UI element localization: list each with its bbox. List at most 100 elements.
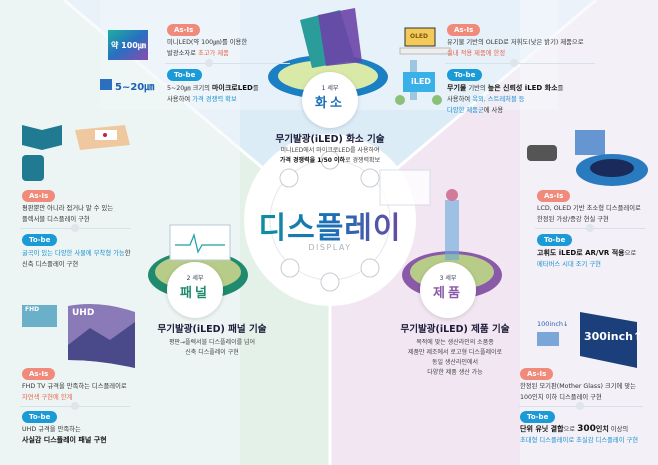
text-line: UHD 규격을 만족하는	[22, 424, 107, 435]
panel-bottom-asis-badge: As-Is	[22, 368, 56, 380]
iled-sign-graphic	[403, 72, 435, 92]
text-segment: 다양한 제품군	[447, 107, 484, 114]
text-segment: 굴곡이 있는 다양한 사물에 부착형 가능	[22, 250, 125, 257]
fhd-label: FHD	[25, 306, 40, 313]
pixel-badge-label: 화소	[315, 96, 345, 111]
text-segment: 가격 경쟁력을 1/50 이하	[279, 157, 346, 164]
text-segment: 사실감 디스플레이 패널 구현	[22, 436, 107, 444]
text-segment: 메타버스 시대 조기 구현	[537, 261, 601, 268]
text-segment: UHD 규격을 만족하는	[22, 426, 81, 433]
foldable-display-graphic	[22, 125, 62, 150]
pixel-title: 무기발광(iLED) 화소 기술	[275, 134, 385, 145]
panel-badge-number: 2 세부	[186, 275, 204, 282]
text-segment: 인치	[595, 425, 609, 433]
text-line: 굴곡이 있는 다양한 사물에 부착형 가능한	[22, 248, 131, 259]
text-line: 미니LED(약 100㎛)를 이용한	[167, 37, 247, 48]
text-segment: 실내 적용 제품에 한정	[447, 50, 506, 57]
text-line: 미니LED에서 마이크로LED를 사용하여	[280, 146, 380, 156]
text-line: 동일 생산라인에서	[408, 358, 502, 368]
pixel-right-tobe-badge: To-be	[447, 69, 483, 81]
text-line: 다양한 제품군에 사용	[447, 105, 563, 116]
product-top-tobe-badge: To-be	[537, 234, 573, 246]
text-line: 목적에 맞는 생산라인의 소품종	[408, 338, 502, 348]
text-segment: 한정된 모기판(Mother Glass) 크기에 맞는	[520, 383, 636, 390]
panel-top-asis-badge: As-Is	[22, 190, 56, 202]
text-segment: 높은 신뢰성 iLED 화소	[487, 84, 558, 92]
text-segment: 초고가 제품	[197, 50, 229, 57]
small-display-graphic	[537, 332, 559, 346]
text-segment: 로 경쟁력확보	[345, 157, 381, 164]
text-segment: 목적에 맞는 생산라인의 소품종	[416, 339, 494, 346]
text-line: 사실감 디스플레이 패널 구현	[22, 435, 107, 446]
text-line: LCD, OLED 기반 초소형 디스플레이로	[537, 203, 641, 214]
text-segment: 평판뿐만 아니라 접거나 말 수 있는	[22, 205, 114, 212]
pixel-right-asis-badge: As-Is	[447, 24, 481, 36]
text-segment: 한정된 가상/증강 현실 구현	[537, 216, 609, 223]
text-line: 신축 디스플레이 구현	[169, 348, 255, 358]
text-line: 플렉서블 디스플레이 구현	[22, 214, 113, 225]
pixel-badge: 1 세부 화소	[302, 72, 358, 128]
text-segment: 미니LED(약 100㎛)를 이용한	[167, 39, 248, 46]
text-segment: 신축 디스플레이 구현	[185, 349, 239, 356]
text-line: 무기물 기반의 높은 신뢰성 iLED 화소를	[447, 83, 563, 94]
text-segment: 으로	[624, 250, 637, 257]
text-line: 사용하여 옥외, 스트레처블 등	[447, 94, 563, 105]
text-line: 초대형 디스플레이로 초실감 디스플레이 구현	[520, 435, 638, 446]
panel-badge-label: 패널	[180, 286, 210, 301]
tv-icon	[279, 168, 299, 188]
product-hologram-graphic	[445, 200, 459, 260]
text-line: 한정된 모기판(Mother Glass) 크기에 맞는	[520, 381, 636, 392]
main-title: 디스플레이	[259, 203, 402, 247]
text-segment: 기반의	[466, 85, 488, 92]
text-line: 평판→플렉서블 디스플레이를 넘어	[169, 338, 255, 348]
text-line: 평판뿐만 아니라 접거나 말 수 있는	[22, 203, 113, 214]
panel-title: 무기발광(iLED) 패널 기술	[157, 324, 267, 335]
text-segment: 으로	[563, 426, 578, 433]
text-line: 5~20㎛ 크기의 마이크로LED를	[167, 83, 259, 94]
panel-bottom-tobe-badge: To-be	[22, 411, 58, 423]
fhd-image-graphic	[22, 305, 57, 327]
text-line: 자연색 구현에 한계	[22, 392, 127, 403]
micro-led-chip-graphic	[100, 79, 112, 90]
text-segment: 옥외, 스트레처블 등	[472, 96, 525, 103]
text-line: 한정된 가상/증강 현실 구현	[537, 214, 641, 225]
text-line: 제품만 제조에서 로고형 디스플레이로	[408, 348, 502, 358]
text-segment: 평판→플렉서블 디스플레이를 넘어	[168, 339, 256, 346]
text-segment: 사용하여	[447, 96, 473, 103]
text-segment: 유기물 기반의 OLED로 저휘도(낮은 밝기) 제품으로	[447, 39, 584, 46]
uhd-label: UHD	[72, 308, 95, 318]
text-segment: 를	[557, 85, 564, 92]
text-line: 다양한 제품 생산 가능	[408, 368, 502, 378]
worker-icon	[360, 168, 380, 188]
main-subtitle: DISPLAY	[308, 243, 352, 252]
text-segment: FHD TV 규격을 만족하는 디스플레이로	[22, 383, 127, 390]
iled-sign-label: iLED	[411, 77, 431, 86]
panel-badge: 2 세부 패널	[167, 262, 223, 318]
mini-led-label: 약 100㎛	[111, 41, 146, 50]
product-badge-number: 3 세부	[439, 275, 457, 282]
text-segment: 이상의	[608, 426, 629, 433]
text-segment: 사용하여	[167, 96, 193, 103]
100inch-label: 100inch↓	[537, 320, 569, 328]
text-segment: 300	[577, 424, 596, 434]
oled-sign-graphic	[404, 27, 436, 47]
mini-led-chip-graphic	[108, 30, 148, 60]
text-segment: 를	[252, 85, 259, 92]
text-segment: 한	[124, 250, 131, 257]
micro-led-label: 5~20㎛	[115, 82, 155, 93]
oled-sign-label: OLED	[410, 33, 429, 40]
text-segment: 마이크로LED	[211, 84, 253, 92]
text-segment: 고휘도 iLED로 AR/VR 적용	[537, 249, 625, 257]
text-segment: 단위 유닛 결합	[520, 425, 564, 433]
